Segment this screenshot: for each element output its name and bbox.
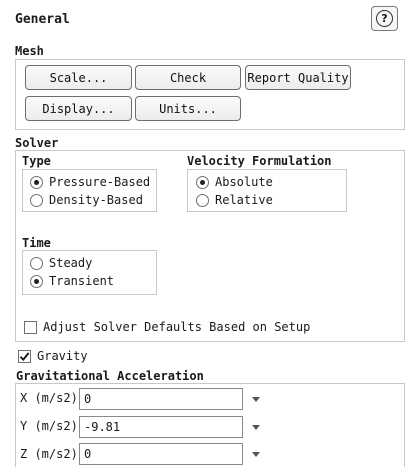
checkbox-label: Gravity xyxy=(37,349,88,363)
x-label: X (m/s2) xyxy=(20,391,78,405)
y-label: Y (m/s2) xyxy=(20,419,78,433)
velocity-formulation-label: Velocity Formulation xyxy=(187,154,332,168)
radio-relative[interactable]: Relative xyxy=(196,192,273,208)
radio-button-checked[interactable] xyxy=(30,175,43,189)
time-label: Time xyxy=(22,236,51,250)
radio-label: Density-Based xyxy=(49,193,143,207)
checkbox-checked[interactable] xyxy=(18,349,31,363)
radio-button[interactable] xyxy=(196,193,209,207)
panel-title: General xyxy=(15,12,70,27)
z-acceleration-input[interactable]: 0 xyxy=(79,443,243,465)
z-label: Z (m/s2) xyxy=(20,447,78,461)
help-button[interactable]: ? xyxy=(371,6,398,31)
adjust-solver-defaults-checkbox[interactable]: Adjust Solver Defaults Based on Setup xyxy=(24,319,310,335)
gravity-checkbox[interactable]: Gravity xyxy=(18,348,88,364)
radio-button[interactable] xyxy=(30,256,43,270)
radio-label: Steady xyxy=(49,256,93,270)
radio-absolute[interactable]: Absolute xyxy=(196,174,273,190)
radio-transient[interactable]: Transient xyxy=(30,273,114,289)
radio-button[interactable] xyxy=(30,193,43,207)
velocity-formulation-group xyxy=(187,169,347,212)
y-dropdown-icon[interactable] xyxy=(252,425,260,430)
radio-label: Pressure-Based xyxy=(49,175,151,189)
mesh-label: Mesh xyxy=(15,44,44,58)
x-acceleration-input[interactable]: 0 xyxy=(79,388,243,410)
radio-button-checked[interactable] xyxy=(196,175,209,189)
solver-label: Solver xyxy=(15,136,59,150)
y-acceleration-input[interactable]: -9.81 xyxy=(79,416,243,438)
radio-density-based[interactable]: Density-Based xyxy=(30,192,143,208)
units-button[interactable]: Units... xyxy=(135,96,241,121)
radio-pressure-based[interactable]: Pressure-Based xyxy=(30,174,150,190)
type-group xyxy=(22,169,157,212)
radio-steady[interactable]: Steady xyxy=(30,255,92,271)
time-group xyxy=(22,250,157,295)
display-button[interactable]: Display... xyxy=(25,96,132,121)
x-dropdown-icon[interactable] xyxy=(252,397,260,402)
radio-label: Relative xyxy=(215,193,273,207)
radio-label: Absolute xyxy=(215,175,273,189)
check-icon xyxy=(19,351,30,361)
radio-button-checked[interactable] xyxy=(30,274,43,288)
z-dropdown-icon[interactable] xyxy=(252,452,260,457)
report-quality-button[interactable]: Report Quality xyxy=(245,65,351,90)
help-icon: ? xyxy=(376,10,393,27)
checkbox-unchecked[interactable] xyxy=(24,320,37,334)
scale-button[interactable]: Scale... xyxy=(25,65,132,90)
gravitational-acceleration-label: Gravitational Acceleration xyxy=(16,369,204,383)
checkbox-label: Adjust Solver Defaults Based on Setup xyxy=(43,320,311,334)
radio-label: Transient xyxy=(49,274,115,288)
type-label: Type xyxy=(22,154,51,168)
check-button[interactable]: Check xyxy=(135,65,241,90)
